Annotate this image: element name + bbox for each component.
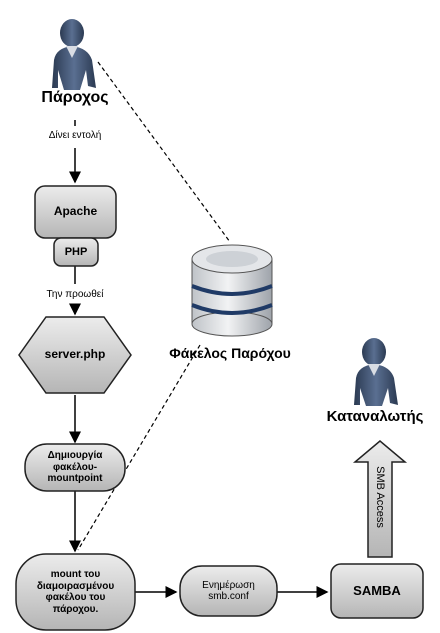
provider-folder-label: Φάκελος Παρόχου bbox=[169, 345, 291, 361]
mount-shared-node bbox=[15, 553, 136, 631]
connector-lines bbox=[69, 120, 329, 598]
update-smb-label: Ενημέρωση smb.conf bbox=[202, 579, 255, 603]
apache-label: Apache bbox=[53, 204, 98, 219]
dashed-link-provider-folder bbox=[97, 61, 231, 243]
consumer-person-icon bbox=[354, 338, 398, 406]
edge-label-forwards: Την προωθεί bbox=[15, 289, 135, 300]
update-smb-node bbox=[179, 565, 278, 617]
create-mountpoint-node bbox=[24, 443, 126, 492]
samba-label: SAMBA bbox=[353, 582, 401, 598]
consumer-label: Καταναλωτής bbox=[326, 408, 424, 425]
mount-shared-label: mount του διαμοιρασμένου φακέλου του πάρ… bbox=[36, 569, 115, 615]
php-node bbox=[53, 237, 99, 267]
smb-access-arrow bbox=[352, 440, 408, 558]
database-icon bbox=[191, 244, 273, 337]
dashed-link-folder-mount bbox=[77, 344, 201, 551]
server-php-node bbox=[18, 316, 132, 394]
server-php-label: server.php bbox=[44, 347, 106, 362]
php-label: PHP bbox=[64, 245, 88, 258]
create-mountpoint-label: Δημιουργία φακέλου-mountpoint bbox=[47, 450, 103, 485]
provider-person-icon bbox=[52, 19, 96, 90]
edge-label-gives-command: Δίνει εντολή bbox=[15, 130, 135, 141]
smb-access-label: SMB Access bbox=[374, 466, 386, 528]
provider-label: Πάροχος bbox=[41, 89, 109, 106]
samba-node bbox=[330, 563, 424, 619]
